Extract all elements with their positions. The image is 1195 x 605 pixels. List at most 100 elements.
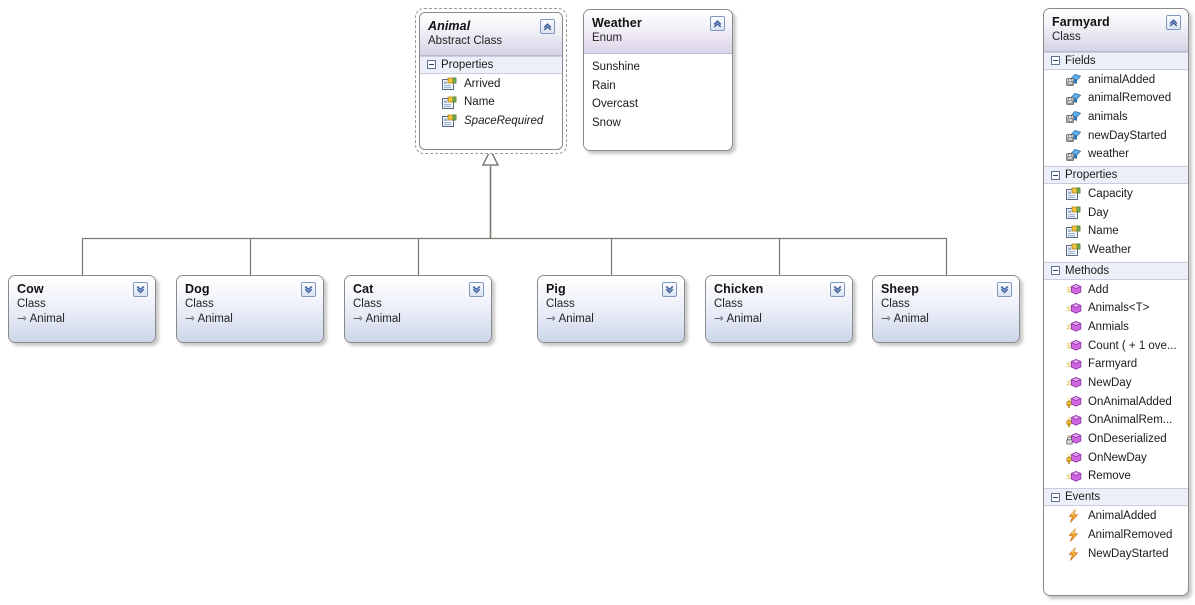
- member-row[interactable]: Name: [1044, 222, 1188, 241]
- member-row[interactable]: OnDeserialized: [1044, 430, 1188, 449]
- member-label: animalRemoved: [1088, 92, 1172, 105]
- chicken-title: Chicken: [714, 282, 764, 296]
- member-row[interactable]: Animals<T>: [1044, 299, 1188, 318]
- member-row[interactable]: Farmyard: [1044, 355, 1188, 374]
- member-row[interactable]: OnNewDay: [1044, 449, 1188, 468]
- member-row[interactable]: OnAnimalAdded: [1044, 393, 1188, 412]
- member-label: Name: [1088, 225, 1119, 238]
- sheep-title: Sheep: [881, 282, 920, 296]
- enum-value-label: Overcast: [592, 98, 639, 111]
- property-icon: [1066, 206, 1082, 220]
- enum-value-row[interactable]: Sunshine: [584, 58, 732, 77]
- enum-value-row[interactable]: Rain: [584, 77, 732, 96]
- field-icon: [1066, 110, 1082, 124]
- enum-value-row[interactable]: Overcast: [584, 95, 732, 114]
- animal-properties-list: Arrived Name: [420, 73, 562, 133]
- collapse-toggle-icon[interactable]: [1051, 266, 1060, 276]
- section-label: Properties: [441, 58, 494, 71]
- chevron-up-double-icon[interactable]: [1166, 15, 1181, 30]
- member-row[interactable]: Capacity: [1044, 185, 1188, 204]
- member-label: Remove: [1088, 470, 1131, 483]
- member-row[interactable]: NewDay: [1044, 374, 1188, 393]
- chevron-down-double-icon[interactable]: [662, 282, 677, 297]
- member-label: Weather: [1088, 244, 1132, 257]
- cat-baseclass: ⇾Animal: [353, 312, 401, 325]
- animal-section-properties[interactable]: Properties: [420, 55, 562, 74]
- farmyard-section-events[interactable]: Events: [1044, 488, 1188, 507]
- event-icon: [1066, 528, 1082, 542]
- enum-shape-weather[interactable]: Weather Enum Sunshine Rain: [583, 9, 733, 151]
- property-icon: [1066, 187, 1082, 201]
- chevron-down-double-icon[interactable]: [830, 282, 845, 297]
- collapse-toggle-icon[interactable]: [427, 60, 436, 70]
- field-icon: [1066, 148, 1082, 162]
- cat-title: Cat: [353, 282, 374, 296]
- member-row[interactable]: NewDayStarted: [1044, 545, 1188, 564]
- chevron-down-double-icon[interactable]: [997, 282, 1012, 297]
- farmyard-section-fields[interactable]: Fields: [1044, 51, 1188, 70]
- member-row[interactable]: OnAnimalRem...: [1044, 411, 1188, 430]
- member-row[interactable]: SpaceRequired: [420, 112, 562, 131]
- chevron-down-double-icon[interactable]: [133, 282, 148, 297]
- member-row[interactable]: Arrived: [420, 75, 562, 94]
- method-icon: [1066, 302, 1082, 316]
- collapse-toggle-icon[interactable]: [1051, 56, 1060, 66]
- property-icon: [1066, 225, 1082, 239]
- member-row[interactable]: animalAdded: [1044, 71, 1188, 90]
- pig-baseclass: ⇾Animal: [546, 312, 594, 325]
- inheritance-arrow-icon: ⇾: [185, 312, 195, 325]
- property-icon: [1066, 243, 1082, 257]
- property-icon: [442, 77, 458, 91]
- farmyard-section-properties[interactable]: Properties: [1044, 166, 1188, 185]
- sheep-baseclass: ⇾Animal: [881, 312, 929, 325]
- chevron-down-double-icon[interactable]: [469, 282, 484, 297]
- chevron-down-double-icon[interactable]: [301, 282, 316, 297]
- member-row[interactable]: Add: [1044, 281, 1188, 300]
- member-label: NewDayStarted: [1088, 547, 1169, 560]
- field-icon: [1066, 73, 1082, 87]
- enum-value-label: Sunshine: [592, 61, 640, 73]
- member-row[interactable]: AnimalAdded: [1044, 507, 1188, 526]
- member-row[interactable]: Count ( + 1 ove...: [1044, 337, 1188, 356]
- farmyard-section-methods[interactable]: Methods: [1044, 261, 1188, 280]
- member-label: Capacity: [1088, 188, 1133, 201]
- class-shape-farmyard[interactable]: Farmyard Class Fields animalAdded animalR…: [1043, 8, 1189, 596]
- member-row[interactable]: Weather: [1044, 241, 1188, 260]
- member-label: animalAdded: [1088, 73, 1156, 86]
- member-row[interactable]: weather: [1044, 145, 1188, 164]
- chevron-up-double-icon[interactable]: [540, 19, 555, 34]
- member-row[interactable]: AnimalRemoved: [1044, 526, 1188, 545]
- member-row[interactable]: newDayStarted: [1044, 127, 1188, 146]
- member-row[interactable]: Remove: [1044, 467, 1188, 486]
- method-protected-icon: [1066, 451, 1082, 465]
- member-row[interactable]: Anmials: [1044, 318, 1188, 337]
- member-row[interactable]: animalRemoved: [1044, 89, 1188, 108]
- member-row[interactable]: Name: [420, 93, 562, 112]
- enum-value-row[interactable]: Snow: [584, 114, 732, 133]
- farmyard-header: Farmyard Class: [1044, 9, 1188, 52]
- class-shape-animal[interactable]: Animal Abstract Class Properties: [415, 8, 567, 154]
- chevron-up-double-icon[interactable]: [710, 16, 725, 31]
- member-label: newDayStarted: [1088, 129, 1167, 142]
- collapse-toggle-icon[interactable]: [1051, 492, 1060, 502]
- inheritance-arrow-icon: ⇾: [546, 312, 556, 325]
- member-row[interactable]: animals: [1044, 108, 1188, 127]
- member-row[interactable]: Day: [1044, 204, 1188, 223]
- inheritance-arrow-icon: ⇾: [881, 312, 891, 325]
- method-icon: [1066, 339, 1082, 353]
- member-label: OnAnimalRem...: [1088, 414, 1173, 427]
- property-icon: [442, 114, 458, 128]
- member-label: Add: [1088, 283, 1109, 296]
- inheritance-arrow-icon: ⇾: [714, 312, 724, 325]
- collapse-toggle-icon[interactable]: [1051, 170, 1060, 180]
